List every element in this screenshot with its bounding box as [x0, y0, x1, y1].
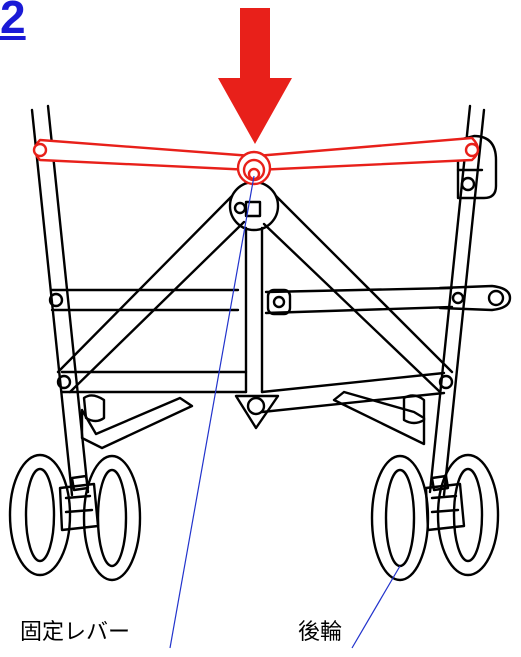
left-diagonal-strut: [56, 194, 246, 394]
center-hub: [228, 180, 280, 232]
middle-crossbar: [48, 284, 512, 316]
center-strut: [234, 226, 280, 430]
right-wheel: [370, 453, 500, 582]
highlighted-handle-bar: [32, 136, 480, 186]
rear-wheel-label: 後輪: [298, 620, 343, 645]
lock-lever-leader-line: [169, 175, 255, 649]
left-wheel: [8, 453, 142, 582]
step-number: 2: [0, 0, 26, 43]
right-diagonal-strut: [262, 194, 454, 394]
lock-lever-label: 固定レバー: [20, 620, 131, 645]
arrow-down-icon: [218, 8, 292, 144]
rear-wheel-leader-line: [351, 565, 401, 649]
lower-crossbar: [60, 370, 446, 414]
left-frame-tube: [30, 104, 90, 497]
base-rail: [80, 390, 426, 450]
right-bracket: [456, 134, 498, 200]
